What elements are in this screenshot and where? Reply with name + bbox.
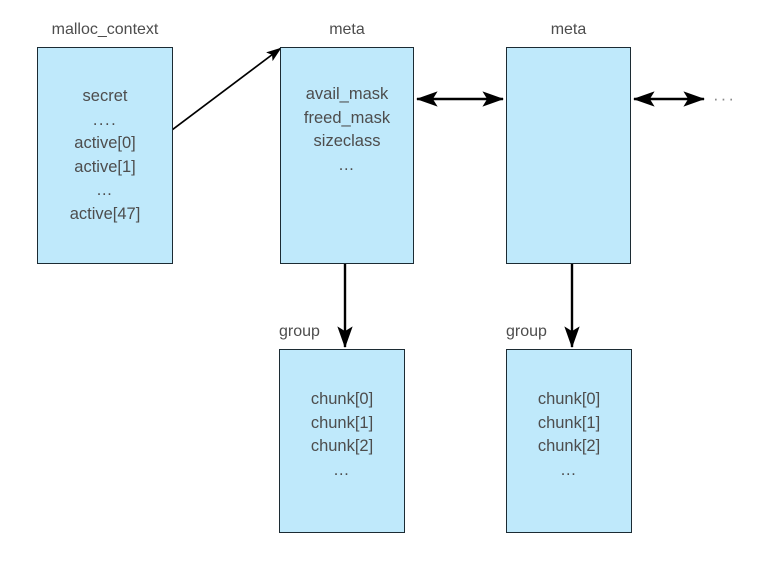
group-1-label: group <box>279 323 320 340</box>
field-ellipsis-2: … <box>96 181 114 199</box>
meta-1-label: meta <box>329 21 365 38</box>
field-meta-ellipsis: … <box>338 155 356 174</box>
more-metas-ellipsis: ··· <box>713 89 736 108</box>
field-chunk-1: chunk[1] <box>537 413 601 432</box>
group-1-content: chunk[0] chunk[1] chunk[2] … <box>280 388 404 482</box>
meta-1-content: avail_mask freed_mask sizeclass … <box>281 83 413 177</box>
field-chunk-0: chunk[0] <box>310 390 374 408</box>
group-2-content: chunk[0] chunk[1] chunk[2] … <box>507 388 631 482</box>
group-2-box[interactable]: chunk[0] chunk[1] chunk[2] … <box>506 349 632 533</box>
field-avail-mask: avail_mask <box>305 85 389 103</box>
meta-2-box[interactable] <box>506 47 631 264</box>
field-chunk-ellipsis: … <box>560 460 578 479</box>
field-active-1: active[1] <box>74 157 136 176</box>
meta-1-box[interactable]: avail_mask freed_mask sizeclass … <box>280 47 414 264</box>
field-chunk-2: chunk[2] <box>310 437 374 455</box>
field-freed-mask: freed_mask <box>303 108 391 127</box>
field-chunk-0: chunk[0] <box>537 390 601 408</box>
arrow-active0-to-meta1 <box>151 47 282 146</box>
malloc-context-box[interactable]: secret .... active[0] active[1] … active… <box>37 47 173 264</box>
field-chunk-1: chunk[1] <box>310 413 374 432</box>
group-1-box[interactable]: chunk[0] chunk[1] chunk[2] … <box>279 349 405 533</box>
meta-2-label: meta <box>550 21 587 38</box>
field-chunk-ellipsis: … <box>333 460 351 479</box>
field-active-47: active[47] <box>69 204 141 223</box>
group-2-label: group <box>506 323 547 340</box>
malloc-context-content: secret .... active[0] active[1] … active… <box>38 85 172 226</box>
field-sizeclass: sizeclass <box>313 132 381 150</box>
field-ellipsis-1: .... <box>92 110 118 129</box>
field-active-0: active[0] <box>74 134 136 152</box>
field-chunk-2: chunk[2] <box>537 437 601 455</box>
field-secret: secret <box>82 87 128 105</box>
malloc-context-label: malloc_context <box>51 21 159 38</box>
